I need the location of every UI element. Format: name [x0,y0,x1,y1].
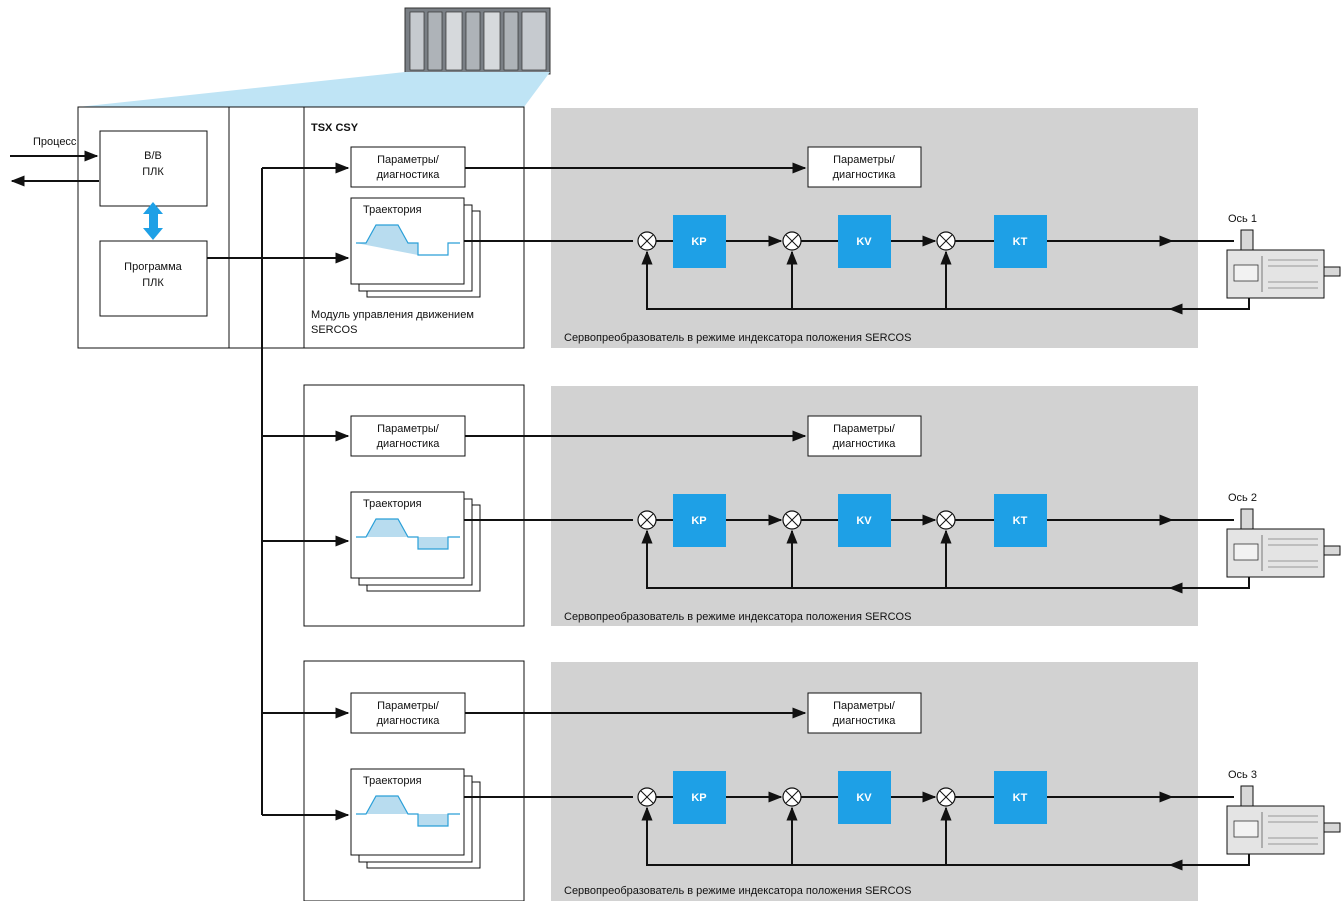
plc-io-box [99,130,208,207]
kv-block [838,494,891,547]
trajectory-label: Траектория [363,204,422,216]
kp-label: KP [691,236,706,248]
kp-label: KP [691,515,706,527]
rack-zoom-highlight [78,72,550,107]
kv-label: KV [856,515,872,527]
trajectory-stack-2: Траектория [350,491,481,592]
kp-block [673,215,726,268]
params-box-module-1 [350,146,466,188]
axis-row-1: Параметры/ диагностика Параметры/ диагно… [262,146,1341,344]
kv-block [838,771,891,824]
plc-rack-image [404,7,551,75]
params-line2: диагностика [377,438,441,450]
kt-block [994,215,1047,268]
plc-program-line2: ПЛК [142,277,164,289]
summing-junction-3c [936,787,956,807]
params-box-module-2 [350,415,466,457]
kt-label: KT [1013,792,1028,804]
params-line1: Параметры/ [377,154,440,166]
params-line2: диагностика [833,169,897,181]
summing-junction-2a [637,510,657,530]
kp-block [673,771,726,824]
kt-label: KT [1013,515,1028,527]
plc-program-line1: Программа [124,261,183,273]
params-line2: диагностика [377,169,441,181]
io-program-double-arrow [143,202,163,240]
trajectory-label: Траектория [363,498,422,510]
axis-row-2: Параметры/ диагностика Параметры/ диагно… [262,415,1341,623]
motor-3 [1226,785,1341,855]
plc-io-line2: ПЛК [142,166,164,178]
kv-label: KV [856,792,872,804]
servo-caption: Сервопреобразователь в режиме индексатор… [564,885,911,897]
trajectory-label: Траектория [363,775,422,787]
axis-3-label: Ось 3 [1228,769,1257,781]
kt-block [994,494,1047,547]
summing-junction-1b [782,231,802,251]
module-caption-line1: Модуль управления движением [311,309,474,321]
kv-block [838,215,891,268]
process-label: Процесс [33,136,77,148]
tsx-csy-label: TSX CSY [311,122,359,134]
params-box-servo-2 [807,415,922,457]
params-box-module-3 [350,692,466,734]
params-line1: Параметры/ [833,423,896,435]
params-box-servo-3 [807,692,922,734]
module-caption-line2: SERCOS [311,324,357,336]
axis-row-3: Параметры/ диагностика Параметры/ диагно… [262,692,1341,897]
params-line1: Параметры/ [833,154,896,166]
kp-block [673,494,726,547]
axis-1-label: Ось 1 [1228,213,1257,225]
kp-label: KP [691,792,706,804]
params-line1: Параметры/ [377,700,440,712]
plc-program-box [99,240,208,317]
motor-1 [1226,229,1341,299]
summing-junction-3b [782,787,802,807]
trajectory-stack-3: Траектория [350,768,481,869]
params-line1: Параметры/ [833,700,896,712]
motor-2 [1226,508,1341,578]
kt-block [994,771,1047,824]
params-line2: диагностика [833,715,897,727]
summing-junction-3a [637,787,657,807]
summing-junction-1a [637,231,657,251]
servo-caption: Сервопреобразователь в режиме индексатор… [564,332,911,344]
params-line2: диагностика [377,715,441,727]
servo-caption: Сервопреобразователь в режиме индексатор… [564,611,911,623]
params-box-servo-1 [807,146,922,188]
trajectory-stack-1: Траектория [350,197,481,298]
axis-2-label: Ось 2 [1228,492,1257,504]
params-line1: Параметры/ [377,423,440,435]
summing-junction-1c [936,231,956,251]
params-line2: диагностика [833,438,897,450]
kv-label: KV [856,236,872,248]
summing-junction-2c [936,510,956,530]
summing-junction-2b [782,510,802,530]
plc-io-line1: В/В [144,150,162,162]
kt-label: KT [1013,236,1028,248]
